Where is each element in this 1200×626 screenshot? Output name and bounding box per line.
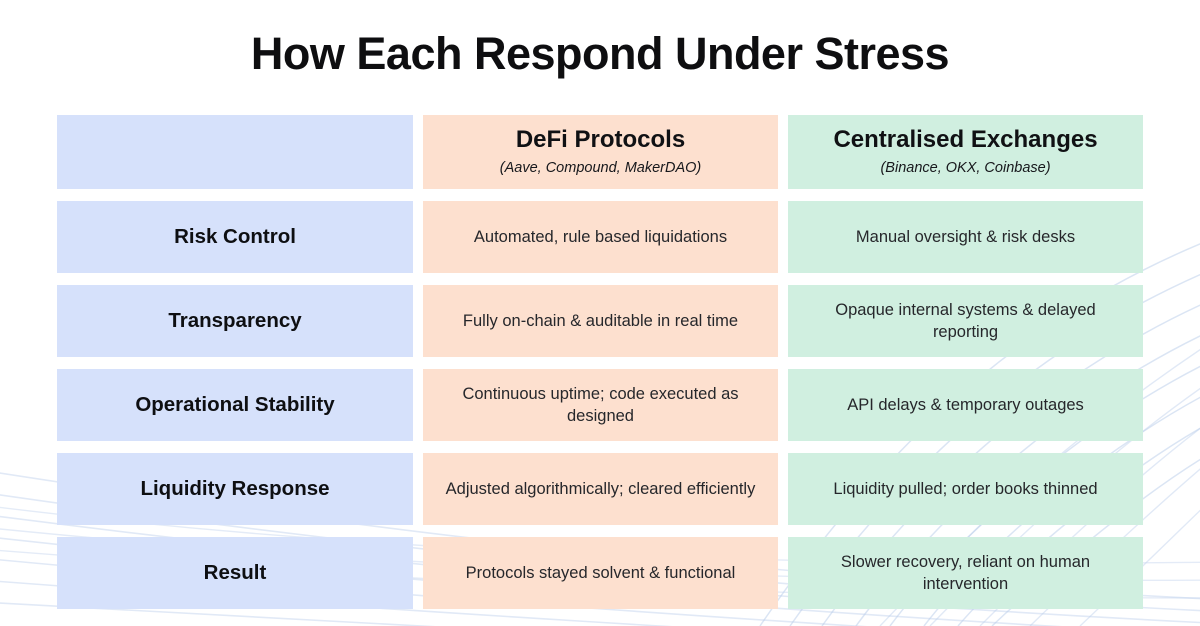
row-label-cell: Risk Control [57, 201, 413, 273]
header-cell-cex: Centralised Exchanges (Binance, OKX, Coi… [788, 115, 1143, 189]
header-cell-defi: DeFi Protocols (Aave, Compound, MakerDAO… [423, 115, 778, 189]
row-label-cell: Operational Stability [57, 369, 413, 441]
row-cex-cell: Manual oversight & risk desks [788, 201, 1143, 273]
row-defi-text: Continuous uptime; code executed as desi… [462, 384, 739, 425]
row-defi-cell: Automated, rule based liquidations [423, 201, 778, 273]
header-label-cell [57, 115, 413, 189]
table-row: Result Protocols stayed solvent & functi… [57, 537, 1143, 609]
row-defi-text: Adjusted algorithmically; cleared effici… [445, 479, 756, 498]
row-label-cell: Result [57, 537, 413, 609]
row-cex-text: Manual oversight & risk desks [855, 227, 1076, 246]
row-cex-cell: Slower recovery, reliant on human interv… [788, 537, 1143, 609]
row-defi-text: Automated, rule based liquidations [473, 227, 728, 246]
table-row: Operational Stability Continuous uptime;… [57, 369, 1143, 441]
header-cex-title: Centralised Exchanges [833, 126, 1098, 154]
header-defi-title: DeFi Protocols [515, 126, 686, 154]
row-label-text: Risk Control [174, 225, 296, 249]
table-row: Transparency Fully on-chain & auditable … [57, 285, 1143, 357]
row-cex-cell: Liquidity pulled; order books thinned [788, 453, 1143, 525]
row-label-text: Result [203, 561, 267, 585]
row-label-cell: Transparency [57, 285, 413, 357]
row-cex-text: Slower recovery, reliant on human interv… [840, 552, 1091, 593]
row-label-text: Liquidity Response [140, 477, 330, 501]
row-defi-cell: Adjusted algorithmically; cleared effici… [423, 453, 778, 525]
row-cex-text: Opaque internal systems & delayed report… [835, 300, 1096, 341]
row-cex-text: API delays & temporary outages [847, 395, 1084, 414]
row-cex-cell: API delays & temporary outages [788, 369, 1143, 441]
table-row: Liquidity Response Adjusted algorithmica… [57, 453, 1143, 525]
header-defi-subtitle: (Aave, Compound, MakerDAO) [499, 160, 702, 177]
comparison-table: DeFi Protocols (Aave, Compound, MakerDAO… [57, 115, 1143, 609]
row-cex-cell: Opaque internal systems & delayed report… [788, 285, 1143, 357]
row-label-text: Operational Stability [135, 393, 335, 417]
table-header-row: DeFi Protocols (Aave, Compound, MakerDAO… [57, 115, 1143, 189]
row-defi-text: Fully on-chain & auditable in real time [462, 311, 739, 330]
header-cex-subtitle: (Binance, OKX, Coinbase) [880, 160, 1051, 177]
row-label-cell: Liquidity Response [57, 453, 413, 525]
row-label-text: Transparency [168, 309, 302, 333]
row-defi-cell: Continuous uptime; code executed as desi… [423, 369, 778, 441]
table-row: Risk Control Automated, rule based liqui… [57, 201, 1143, 273]
row-cex-text: Liquidity pulled; order books thinned [833, 479, 1098, 498]
row-defi-text: Protocols stayed solvent & functional [465, 563, 736, 582]
row-defi-cell: Fully on-chain & auditable in real time [423, 285, 778, 357]
row-defi-cell: Protocols stayed solvent & functional [423, 537, 778, 609]
page-title: How Each Respond Under Stress [250, 28, 950, 79]
